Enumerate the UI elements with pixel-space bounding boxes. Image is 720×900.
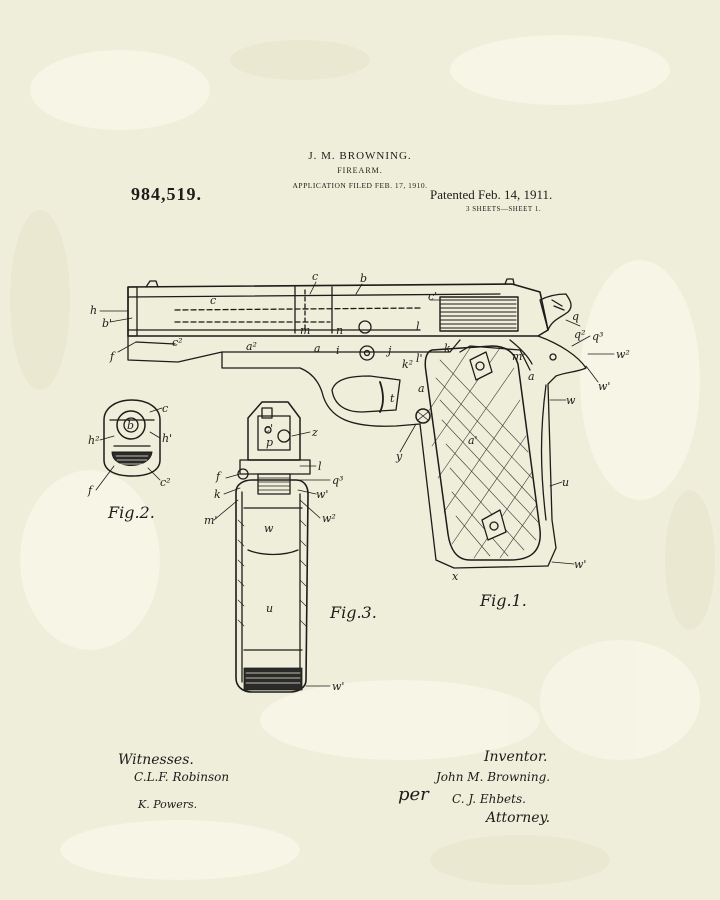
fig3-label-p: p — [266, 436, 273, 449]
application-date: APPLICATION FILED FEB. 17, 1910. — [292, 181, 428, 190]
label-t: t — [390, 392, 395, 405]
fig2-label-h-prime: h' — [162, 432, 172, 445]
inventor-signature: John M. Browning. — [436, 770, 551, 784]
label-c2: c² — [172, 336, 183, 349]
label-w-bottom: w' — [574, 558, 586, 571]
label-x: x — [452, 570, 459, 583]
witness-signature-2: K. Powers. — [138, 798, 198, 811]
fig1-pistol — [127, 278, 587, 569]
label-c-mid: c — [210, 294, 216, 307]
label-c-prime: c' — [428, 290, 437, 303]
fig3-label-u: u — [266, 602, 273, 615]
fig3-label-w: w — [264, 522, 274, 535]
label-b-prime: b' — [102, 317, 112, 330]
patent-number: 984,519. — [131, 184, 202, 204]
label-i: i — [336, 344, 340, 357]
label-c-top: c — [312, 270, 318, 283]
label-a-grip: a' — [468, 434, 478, 447]
label-a-left: a — [418, 382, 425, 395]
label-a: a — [314, 342, 321, 355]
fig3-label-f: f — [215, 470, 222, 483]
inventor-name: J. M. BROWNING. — [308, 150, 412, 162]
fig3-label-w2: w² — [322, 512, 336, 525]
label-q2: q² — [574, 328, 585, 341]
label-u: u — [562, 476, 569, 489]
sheet-count: 3 SHEETS—SHEET 1. — [466, 205, 542, 213]
fig3-label-z: z — [311, 426, 318, 439]
fig2-label-b: b — [127, 419, 134, 432]
label-h: h — [90, 304, 97, 317]
inventor-label: Inventor. — [484, 749, 548, 765]
fig3-label-w-bottom: w' — [332, 680, 344, 693]
label-m-prime: m' — [512, 350, 525, 363]
label-y: y — [395, 450, 403, 463]
label-w: w — [566, 394, 576, 407]
label-a2: a² — [246, 340, 257, 353]
fig3-label-q3: q³ — [332, 474, 343, 487]
fig2-label-c2: c² — [160, 476, 171, 489]
label-k2: k² — [402, 358, 413, 371]
witnesses-label: Witnesses. — [118, 752, 194, 768]
label-l: l — [416, 320, 420, 333]
label-a-right: a — [528, 370, 535, 383]
label-q: q — [572, 310, 579, 323]
label-b: b — [360, 272, 367, 285]
attorney-signature: C. J. Ehbets. — [452, 792, 526, 806]
fig3-label-w-prime: w' — [316, 488, 328, 501]
invention-title: FIREARM. — [337, 166, 383, 175]
label-j: j — [385, 344, 392, 357]
per-label: per — [398, 784, 429, 805]
label-w-prime: w' — [598, 380, 610, 393]
label-n: n — [336, 324, 343, 337]
fig2-muzzle — [103, 399, 161, 477]
fig2-caption: Fig.2. — [107, 503, 155, 522]
fig3-label-k: k — [214, 488, 221, 501]
patented-date: Patented Feb. 14, 1911. — [430, 187, 553, 202]
label-w2: w² — [616, 348, 630, 361]
fig3-caption: Fig.3. — [329, 603, 377, 622]
fig2-label-c: c — [162, 402, 168, 415]
fig2-label-f: f — [87, 484, 94, 497]
fig3-rear-view — [235, 401, 311, 693]
fig3-label-l: l — [318, 460, 322, 473]
label-k: k — [444, 342, 451, 355]
label-l-prime: l' — [416, 352, 423, 365]
fig1-caption: Fig.1. — [479, 591, 527, 610]
fig3-label-m-prime: m' — [204, 514, 217, 527]
label-m: m — [300, 324, 310, 337]
label-q3: q³ — [592, 330, 603, 343]
fig2-label-h2: h² — [88, 434, 100, 447]
label-f: f — [109, 350, 116, 363]
attorney-label: Attorney. — [486, 810, 551, 826]
witness-signature-1: C.L.F. Robinson — [134, 770, 230, 784]
fig3-label-c-prime: c' — [264, 422, 273, 435]
